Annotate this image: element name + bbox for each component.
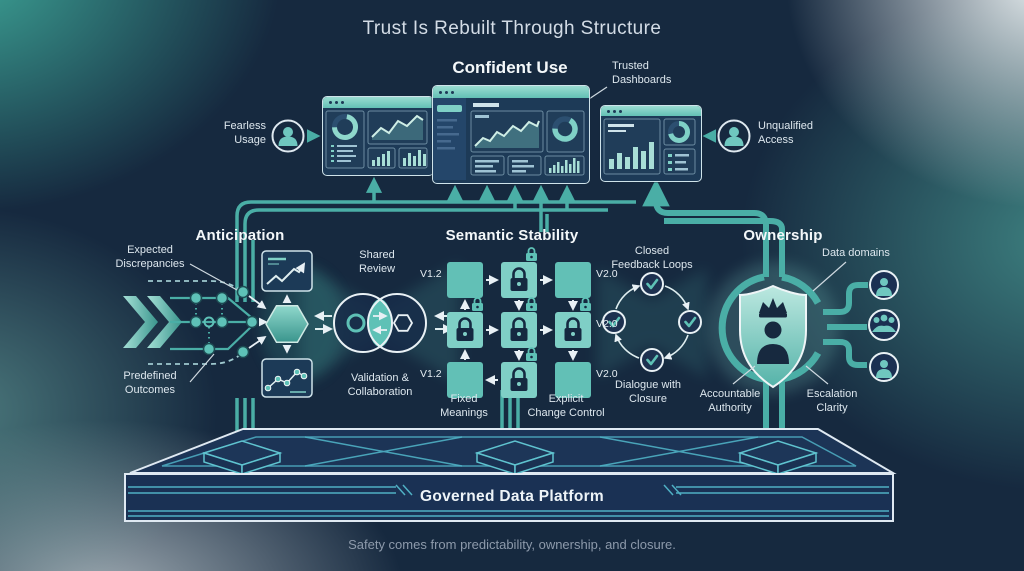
shield-icon xyxy=(739,284,807,389)
circle-glyph-icon xyxy=(346,313,366,333)
window-dot-icon xyxy=(613,109,616,113)
hexagon-glyph-icon xyxy=(392,314,414,332)
pipes-to-dashboards xyxy=(235,176,785,302)
donut-chart-icon xyxy=(332,114,358,140)
window-dot-icon xyxy=(451,90,454,94)
unqualified-access-label: Unqualified Access xyxy=(758,120,814,146)
data-domains-label: Data domains xyxy=(822,247,890,259)
window-titlebar xyxy=(323,97,433,108)
check-icon xyxy=(677,309,703,335)
version-label: V1.2 xyxy=(420,268,442,280)
bar-chart-icon xyxy=(549,158,580,173)
version-label: V2.0 xyxy=(596,268,618,280)
usage-arrows xyxy=(306,86,717,143)
window-titlebar xyxy=(433,86,589,98)
page-title: Trust Is Rebuilt Through Structure xyxy=(362,18,662,39)
explicit-change-control-label: Explicit Change Control xyxy=(527,393,605,419)
governed-data-platform-label: Governed Data Platform xyxy=(419,488,605,505)
version-label: V1.2 xyxy=(420,368,442,380)
check-icon xyxy=(639,347,665,373)
semantic-stability-header: Semantic Stability xyxy=(445,227,579,244)
area-chart-icon xyxy=(474,120,540,148)
closed-feedback-loop xyxy=(601,271,703,373)
confident-use-heading: Confident Use xyxy=(452,58,568,77)
expected-discrepancies-label: Expected Discrepancies xyxy=(115,244,185,270)
window-dot-icon xyxy=(445,90,448,94)
footer-caption: Safety comes from predictability, owners… xyxy=(348,537,676,552)
crown-icon xyxy=(759,298,787,318)
hexagon-icon xyxy=(265,305,309,343)
window-dot-icon xyxy=(329,101,332,104)
ownership-diagram xyxy=(718,261,900,389)
donut-chart-icon xyxy=(552,116,578,142)
version-label: V2.0 xyxy=(596,318,618,330)
anticipation-diagram xyxy=(123,250,313,398)
accountable-authority-label: Accountable Authority xyxy=(699,388,761,414)
fearless-user-icon xyxy=(271,119,305,153)
window-titlebar xyxy=(601,106,701,116)
window-dot-icon xyxy=(439,90,442,94)
shared-review-label: Shared Review xyxy=(358,249,396,275)
line-chart-card xyxy=(261,250,313,292)
sidebar-active-item xyxy=(437,105,462,112)
dashboard-right-charts xyxy=(603,118,696,175)
window-dot-icon xyxy=(619,109,622,113)
unqualified-user-icon xyxy=(717,119,751,153)
anticipation-header: Anticipation xyxy=(195,227,285,244)
version-label: V2.0 xyxy=(596,368,618,380)
dialogue-with-closure-label: Dialogue with Closure xyxy=(614,379,682,405)
predefined-outcomes-label: Predefined Outcomes xyxy=(123,370,177,396)
bar-chart-icon xyxy=(372,150,426,166)
donut-chart-icon xyxy=(668,121,690,143)
closed-feedback-loops-label: Closed Feedback Loops xyxy=(611,245,693,271)
fixed-meanings-label: Fixed Meanings xyxy=(440,393,488,419)
data-domain-nodes xyxy=(868,270,900,382)
users-icon xyxy=(872,314,896,332)
chevron-right-icon xyxy=(123,296,158,348)
trusted-dashboards-label: Trusted Dashboards xyxy=(612,60,672,86)
check-icon xyxy=(639,271,665,297)
version-lock-grid xyxy=(447,246,593,398)
window-dot-icon xyxy=(341,101,344,104)
dashboard-window-right xyxy=(600,105,702,182)
fearless-usage-label: Fearless Usage xyxy=(223,120,266,146)
dashboard-center-charts xyxy=(433,98,585,180)
person-icon xyxy=(757,321,789,364)
scatter-chart-card xyxy=(261,358,313,398)
ownership-header: Ownership xyxy=(743,227,823,244)
venn-diagram-icon xyxy=(314,293,453,353)
trend-up-icon xyxy=(266,262,306,285)
bar-chart-icon xyxy=(609,142,654,169)
dashboard-window-center xyxy=(432,85,590,184)
window-dot-icon xyxy=(335,101,338,104)
line-chart-icon xyxy=(371,114,424,140)
governed-data-platform-slab xyxy=(124,428,897,522)
dashboard-window-left xyxy=(322,96,434,176)
escalation-clarity-label: Escalation Clarity xyxy=(806,388,858,414)
window-dot-icon xyxy=(607,109,610,113)
validation-collaboration-label: Validation & Collaboration xyxy=(347,372,413,398)
dashboard-left-charts xyxy=(325,110,428,169)
